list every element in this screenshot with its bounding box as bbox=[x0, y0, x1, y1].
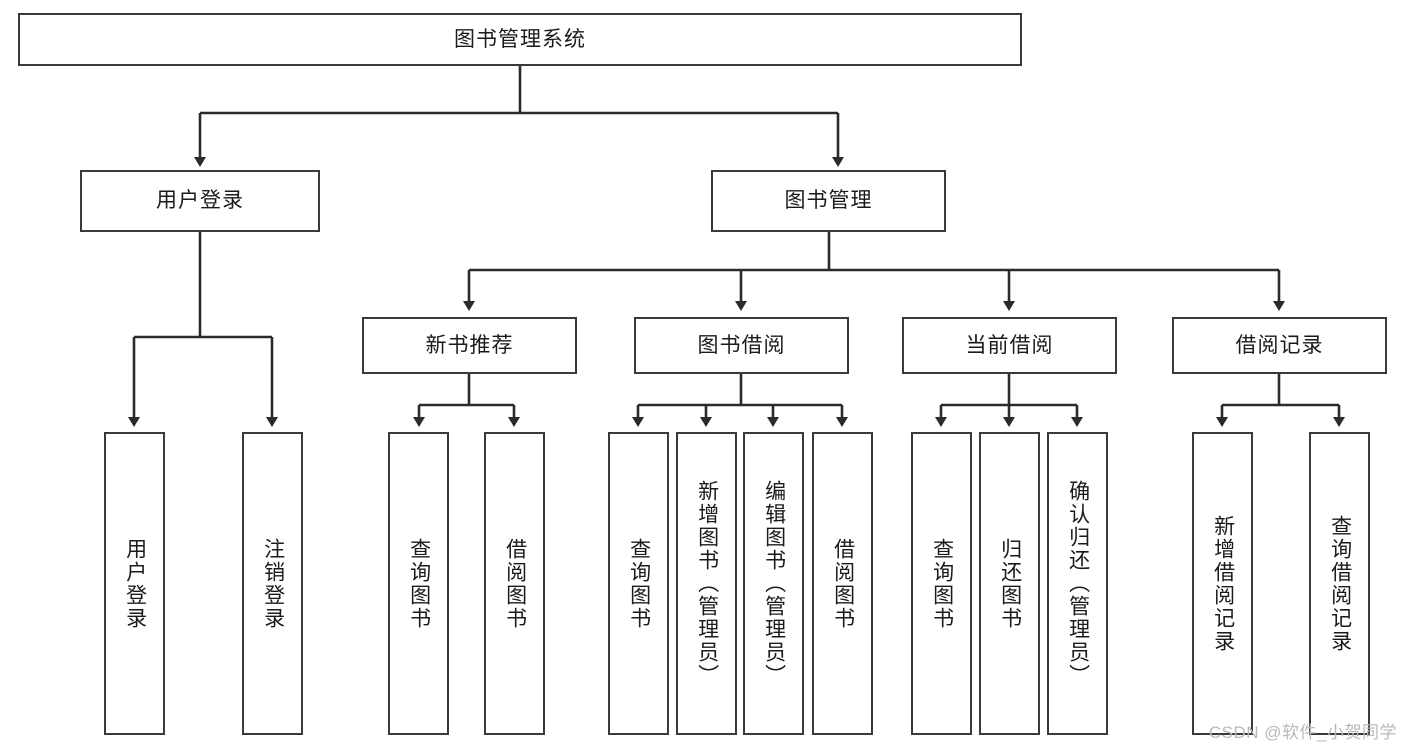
leaf-label: 借阅图书 bbox=[831, 537, 855, 630]
leaf-label: 确认归还（管理员） bbox=[1066, 480, 1090, 687]
node-current-borrow[interactable]: 当前借阅 bbox=[902, 317, 1117, 374]
leaf-add-book[interactable]: 新增图书（管理员） bbox=[676, 432, 737, 735]
leaf-edit-book[interactable]: 编辑图书（管理员） bbox=[743, 432, 804, 735]
leaf-confirm-return[interactable]: 确认归还（管理员） bbox=[1047, 432, 1108, 735]
node-user-login[interactable]: 用户登录 bbox=[80, 170, 320, 232]
leaf-logout[interactable]: 注销登录 bbox=[242, 432, 303, 735]
leaf-label: 注销登录 bbox=[261, 537, 285, 630]
leaf-label: 查询图书 bbox=[407, 537, 431, 630]
leaf-label: 查询借阅记录 bbox=[1328, 514, 1352, 653]
leaf-label: 查询图书 bbox=[930, 537, 954, 630]
leaf-borrow-book-recommend[interactable]: 借阅图书 bbox=[484, 432, 545, 735]
leaf-label: 用户登录 bbox=[123, 537, 147, 630]
leaf-label: 查询图书 bbox=[627, 537, 651, 630]
node-new-book-recommend[interactable]: 新书推荐 bbox=[362, 317, 577, 374]
leaf-label: 新增图书（管理员） bbox=[695, 480, 719, 687]
watermark-text: CSDN @软件_小贺同学 bbox=[1208, 723, 1397, 742]
node-book-borrow[interactable]: 图书借阅 bbox=[634, 317, 849, 374]
node-root-system[interactable]: 图书管理系统 bbox=[18, 13, 1022, 66]
leaf-label: 借阅图书 bbox=[503, 537, 527, 630]
leaf-borrow-book[interactable]: 借阅图书 bbox=[812, 432, 873, 735]
leaf-user-login[interactable]: 用户登录 bbox=[104, 432, 165, 735]
node-borrow-record[interactable]: 借阅记录 bbox=[1172, 317, 1387, 374]
leaf-return-book[interactable]: 归还图书 bbox=[979, 432, 1040, 735]
node-book-manage[interactable]: 图书管理 bbox=[711, 170, 946, 232]
leaf-query-book-recommend[interactable]: 查询图书 bbox=[388, 432, 449, 735]
leaf-query-book-borrow[interactable]: 查询图书 bbox=[608, 432, 669, 735]
leaf-add-borrow-record[interactable]: 新增借阅记录 bbox=[1192, 432, 1253, 735]
leaf-query-book-current[interactable]: 查询图书 bbox=[911, 432, 972, 735]
leaf-query-borrow-record[interactable]: 查询借阅记录 bbox=[1309, 432, 1370, 735]
leaf-label: 编辑图书（管理员） bbox=[762, 480, 786, 687]
leaf-label: 新增借阅记录 bbox=[1211, 514, 1235, 653]
leaf-label: 归还图书 bbox=[998, 537, 1022, 630]
